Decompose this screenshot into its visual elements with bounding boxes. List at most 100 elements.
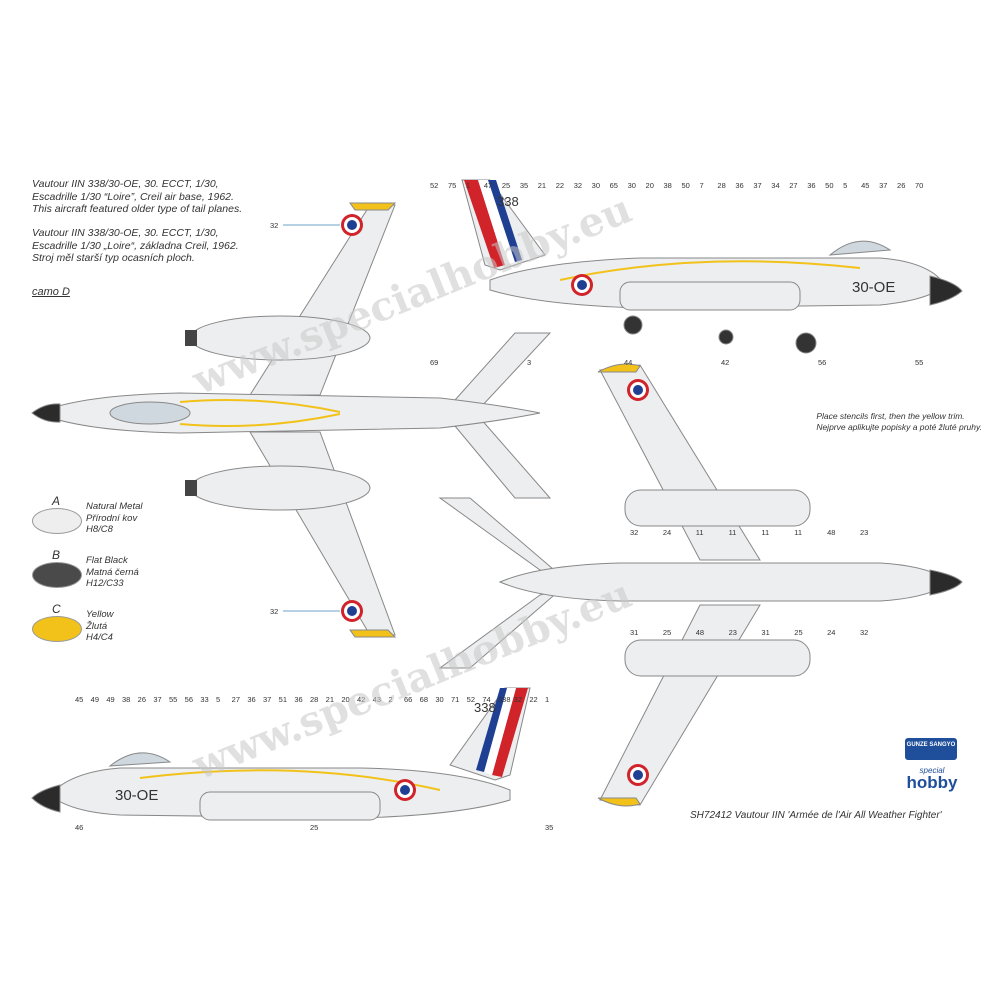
- callout-number: 43: [373, 695, 381, 704]
- callout-number: 32: [574, 181, 582, 190]
- side-view-aircraft-upper: [461, 179, 963, 354]
- nose-radome: [31, 403, 61, 423]
- callout-number: 49: [106, 695, 114, 704]
- roundel-icon: [571, 274, 593, 296]
- callout-number: 35: [520, 181, 528, 190]
- roundel-icon: [341, 214, 363, 236]
- callout-number: 38: [122, 695, 130, 704]
- bottom-view-aircraft: [438, 363, 963, 807]
- legend-line: Matná černá: [86, 566, 139, 578]
- scheme-description-cz: Vautour IIN 338/30-OE, 30. ECCT, 1/30, E…: [32, 227, 239, 265]
- callout-number: 45: [861, 181, 869, 190]
- callout-number: 28: [717, 181, 725, 190]
- callout-number: 11: [696, 528, 704, 537]
- callout-number: 36: [807, 181, 815, 190]
- legend-line: H12/C33: [86, 578, 124, 589]
- callout-number: 71: [451, 695, 459, 704]
- callout-number: 47: [484, 181, 492, 190]
- nose-radome: [929, 275, 963, 306]
- engine-nacelle: [624, 489, 811, 527]
- callout-number: 74: [482, 695, 490, 704]
- color-swatch: [32, 508, 82, 534]
- callout-number: 11: [729, 528, 737, 537]
- callout-number: 51: [279, 695, 287, 704]
- logo-hobby: hobby: [906, 773, 958, 792]
- canopy: [828, 240, 892, 256]
- callout-number: 1: [545, 695, 549, 704]
- callout-number: 5: [216, 695, 220, 704]
- nose-radome: [31, 784, 61, 813]
- scheme-description-en: Vautour IIN 338/30-OE, 30. ECCT, 1/30, E…: [32, 178, 242, 216]
- nose-radome: [929, 569, 963, 596]
- color-swatch: [32, 562, 82, 588]
- legend-letter: A: [52, 494, 61, 508]
- callout-number: 338: [498, 695, 511, 704]
- legend-line: Žlutá: [86, 620, 108, 632]
- callout-number: 32: [270, 607, 278, 616]
- callout-number: 25: [794, 628, 802, 637]
- desc-line: Stroj měl starší typ ocasních ploch.: [32, 252, 195, 264]
- callout-number: 66: [404, 695, 412, 704]
- engine-nacelle: [199, 791, 381, 821]
- callout-number: 28: [310, 695, 318, 704]
- callout-number: 30: [592, 181, 600, 190]
- callout-number: 24: [827, 628, 835, 637]
- engine-nacelle: [619, 281, 801, 311]
- callout-number: 68: [420, 695, 428, 704]
- callout-number: 65: [610, 181, 618, 190]
- callout-number: 30: [628, 181, 636, 190]
- callout-number: 34: [771, 181, 779, 190]
- callout-number: 33: [200, 695, 208, 704]
- callout-number: 37: [153, 695, 161, 704]
- callout-number: 49: [91, 695, 99, 704]
- callout-number: 42: [721, 358, 729, 367]
- legend-letter: C: [52, 602, 61, 616]
- tailplane: [454, 417, 552, 499]
- canopy: [108, 752, 172, 767]
- fuselage-code: 30-OE: [852, 279, 895, 296]
- callout-number: 48: [696, 628, 704, 637]
- legend-line: Přírodní kov: [86, 512, 138, 524]
- canopy: [109, 401, 191, 425]
- callout-number: 1: [466, 181, 470, 190]
- callout-number: 30: [435, 695, 443, 704]
- callout-number: 25: [310, 823, 318, 832]
- lower-wing: [249, 431, 396, 636]
- callout-number: 32: [630, 528, 638, 537]
- fuselage-code: 30-OE: [115, 787, 158, 804]
- desc-line: Escadrille 1/30 „Loire“, základna Creil,…: [32, 239, 239, 252]
- callout-number: 20: [341, 695, 349, 704]
- roundel-icon: [394, 779, 416, 801]
- callout-number: 37: [263, 695, 271, 704]
- callout-number: 42: [357, 695, 365, 704]
- callout-number: 36: [735, 181, 743, 190]
- callout-number: 52: [467, 695, 475, 704]
- tailplane: [438, 497, 561, 576]
- callout-number: 22: [529, 695, 537, 704]
- callout-number: 32: [860, 628, 868, 637]
- callout-number: 75: [448, 181, 456, 190]
- callout-number: 36: [247, 695, 255, 704]
- callout-number: 5: [843, 181, 847, 190]
- desc-line: Escadrille 1/30 “Loire”, Creil air base,…: [32, 190, 234, 203]
- roundel-icon: [341, 600, 363, 622]
- callout-number: 27: [232, 695, 240, 704]
- callout-number: 26: [138, 695, 146, 704]
- legend-line: H4/C4: [86, 632, 113, 643]
- callout-number: 44: [624, 358, 632, 367]
- callout-number: 23: [729, 628, 737, 637]
- callout-number: 52: [430, 181, 438, 190]
- camo-label: camo D: [32, 286, 70, 298]
- special-hobby-logo: special hobby: [905, 766, 959, 792]
- tail-number: 338: [474, 700, 496, 715]
- engine-nacelle: [189, 465, 371, 511]
- callout-number: 69: [430, 358, 438, 367]
- color-swatch: [32, 616, 82, 642]
- kit-title: SH72412 Vautour IIN 'Armée de l'Air All …: [690, 810, 942, 821]
